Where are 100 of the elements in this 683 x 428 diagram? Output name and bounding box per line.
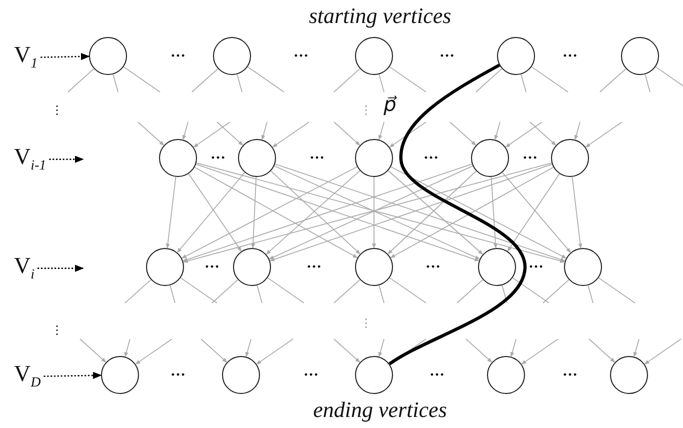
ellipsis-mark: … bbox=[562, 364, 578, 380]
edge-stub bbox=[192, 68, 218, 92]
layer-label: V$_{1}$ bbox=[14, 43, 38, 72]
edge-stub bbox=[644, 74, 650, 92]
arrow-stub bbox=[510, 338, 516, 358]
arrow-stub bbox=[389, 122, 426, 148]
vertex-circle bbox=[621, 37, 659, 75]
vertex-circle bbox=[564, 248, 602, 286]
arrow-stub bbox=[334, 122, 360, 146]
edge-stub bbox=[378, 284, 384, 304]
edge-stub bbox=[212, 279, 238, 304]
vertex-circle bbox=[497, 37, 535, 75]
edge-line bbox=[507, 173, 560, 252]
edge-stub bbox=[123, 66, 160, 92]
edge-line bbox=[490, 176, 498, 249]
arrow-stub bbox=[585, 122, 622, 148]
ellipsis-mark: … bbox=[562, 46, 578, 60]
layer-caption: starting vertices bbox=[308, 5, 452, 27]
ellipsis-mark: … bbox=[528, 256, 544, 272]
edge-stub bbox=[68, 68, 94, 92]
edge-stub bbox=[389, 277, 426, 304]
arrow-stub bbox=[494, 122, 500, 140]
edge-stub bbox=[112, 74, 118, 92]
edge-line bbox=[188, 173, 242, 252]
layer-caption: ending vertices bbox=[313, 399, 447, 421]
arrow-stub bbox=[521, 338, 558, 365]
ellipsis-mark: … bbox=[310, 148, 324, 162]
vertical-ellipsis: ⋮ bbox=[360, 317, 372, 329]
vertex-circle bbox=[551, 139, 589, 177]
layer-label: V$_{i}$ bbox=[14, 254, 35, 283]
arrow-stub bbox=[182, 122, 188, 140]
edge-stub bbox=[520, 74, 526, 92]
vertex-circle bbox=[101, 356, 139, 394]
edge-label: p⃗ bbox=[382, 94, 398, 114]
edge-stub bbox=[512, 277, 550, 304]
vertex-circle bbox=[487, 356, 525, 394]
vertex-circle bbox=[610, 356, 648, 394]
vertex-circle bbox=[478, 248, 516, 286]
edge-line bbox=[166, 176, 176, 249]
edge-stub bbox=[256, 284, 262, 304]
vertex-circle bbox=[89, 37, 127, 75]
ellipsis-mark: … bbox=[204, 256, 220, 272]
arrow-stub bbox=[378, 122, 384, 140]
vertex-circle bbox=[213, 37, 251, 75]
edge-stub bbox=[236, 74, 242, 92]
edge-stub bbox=[531, 66, 568, 92]
ellipsis-mark: … bbox=[306, 256, 322, 272]
arrow-stub bbox=[245, 338, 252, 358]
vertex-circle bbox=[355, 356, 393, 394]
vertex-circle bbox=[146, 248, 184, 286]
ellipsis-mark: … bbox=[210, 148, 226, 162]
layer-label: V$_{D}$ bbox=[14, 362, 41, 391]
edge-stub bbox=[267, 277, 304, 304]
arrow-stub bbox=[588, 338, 616, 363]
edge-line bbox=[44, 372, 102, 380]
arrow-stub bbox=[378, 338, 384, 358]
arrow-stub bbox=[200, 338, 228, 363]
vertex-circle bbox=[238, 139, 276, 177]
ellipsis-mark: … bbox=[426, 256, 440, 272]
edge-line bbox=[372, 176, 376, 248]
arrow-stub bbox=[80, 338, 106, 363]
edge-line bbox=[176, 172, 246, 253]
ellipsis-mark: … bbox=[170, 364, 186, 380]
ellipsis-mark: … bbox=[522, 148, 538, 162]
vertex-circle bbox=[471, 139, 509, 177]
edge-stub bbox=[476, 68, 502, 92]
edge-stub bbox=[180, 277, 218, 304]
vertex-circle bbox=[222, 356, 260, 394]
edge-line bbox=[502, 172, 572, 253]
vertical-ellipsis: ⋮ bbox=[51, 324, 63, 336]
arrow-stub bbox=[124, 338, 130, 358]
edge-stub bbox=[378, 74, 384, 92]
edge-stub bbox=[124, 279, 152, 304]
edge-stub bbox=[542, 279, 570, 304]
arrow bbox=[38, 264, 84, 272]
vertical-ellipsis: ⋮ bbox=[51, 104, 63, 116]
vertex-circle bbox=[355, 139, 393, 177]
layer-label: V$_{i-1}$ bbox=[14, 145, 46, 174]
edge-line bbox=[572, 176, 582, 249]
arrow-stub bbox=[466, 338, 492, 363]
ellipsis-mark: … bbox=[304, 364, 318, 380]
edge-stub bbox=[170, 284, 176, 304]
ellipsis-mark: … bbox=[430, 364, 444, 380]
edge-stub bbox=[389, 66, 426, 92]
arrow-stub bbox=[450, 122, 476, 146]
edge-line bbox=[251, 176, 257, 249]
arrow-stub bbox=[256, 338, 294, 365]
edge-stub bbox=[588, 284, 594, 304]
arrow-stub bbox=[633, 338, 640, 358]
vertex-circle bbox=[159, 139, 197, 177]
arrow-stub bbox=[644, 338, 682, 365]
ellipsis-mark: … bbox=[170, 46, 186, 60]
path-curve bbox=[388, 64, 527, 366]
arrow-stub bbox=[261, 122, 268, 140]
arrow-stub bbox=[216, 122, 244, 146]
vertex-circle bbox=[355, 248, 393, 286]
arrow-stub bbox=[505, 122, 542, 148]
edge-stub bbox=[247, 66, 284, 92]
edge-line bbox=[40, 52, 90, 60]
edge-stub bbox=[456, 279, 484, 304]
